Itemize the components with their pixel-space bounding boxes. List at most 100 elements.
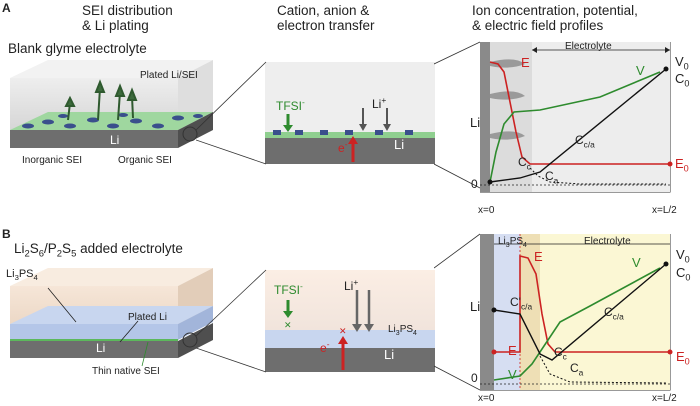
li-front (10, 341, 178, 358)
electron-arrowhead (348, 136, 358, 144)
electrolyte-region (540, 234, 670, 390)
subtitle-li2s6-p2s5: Li2S6/P2S5 added electrolyte (14, 241, 183, 260)
zoom-box-b: ✕ ✕ (265, 270, 435, 372)
plot-a-li-label: Li (470, 115, 481, 130)
label-li-plus: Li+ (372, 95, 387, 111)
plot-b-Ccpa-label: C'c/a (510, 295, 532, 312)
li3ps4-ps: PS (18, 268, 34, 280)
label-thin-native-sei: Thin native SEI (92, 366, 160, 377)
subtitle-sub: 2 (56, 248, 63, 260)
li3ps4-li: Li (388, 324, 396, 335)
plot-b-x0: x=0 (478, 393, 495, 404)
plot-b-E0-label: E0 (676, 349, 690, 366)
panel-a-letter: A (2, 1, 11, 15)
li-plus-charge: + (353, 277, 359, 287)
li-arrowhead-2 (383, 124, 391, 131)
v0-sub: 0 (683, 61, 689, 72)
zoom-li (265, 348, 435, 372)
pointer-thin-sei (141, 341, 149, 367)
pointer-plated (119, 320, 139, 343)
li3ps4-sub1: 3 (505, 242, 510, 249)
cca-text: C (604, 305, 613, 319)
heading-line: & Li plating (82, 17, 149, 33)
li-electrode (480, 42, 490, 192)
plot-b-V-label: V (632, 255, 641, 270)
label-li-zoom-b: Li (384, 347, 395, 362)
electron-text: e (338, 141, 345, 155)
plot-b-zero: 0 (471, 371, 478, 385)
label-li-block-b: Li (96, 341, 106, 355)
series-V (489, 71, 661, 183)
zoom-sei-dots (273, 130, 413, 135)
label-tfsi-b: TFSI- (274, 281, 303, 297)
li-arrowhead (352, 324, 362, 332)
heading-line: Ion concentration, potential, (472, 3, 638, 18)
heading-line: electron transfer (277, 17, 375, 33)
electron-block-mark: ✕ (339, 326, 347, 336)
li3ps4-ps: PS (509, 236, 524, 247)
label-tfsi: TFSI- (276, 97, 305, 113)
organic-sei-dots (22, 113, 203, 129)
plot-b-li-label: Li (470, 299, 481, 314)
point-origin (487, 179, 493, 185)
v0-text: V (675, 54, 684, 69)
electrolyte-top (10, 268, 213, 286)
label-li-zoom: Li (394, 137, 405, 152)
ca-sub: a (578, 367, 584, 378)
li-plus-text: Li (344, 279, 354, 293)
v0-text: V (676, 247, 685, 262)
plot-a-Ca-label: Ca (545, 169, 558, 186)
subtitle-blank-glyme: Blank glyme electrolyte (8, 41, 147, 56)
plot-b-C0-label: C0 (676, 265, 690, 282)
connector-plot-a (434, 41, 481, 189)
plot-b-E-label: E (534, 249, 543, 264)
connector-a (196, 61, 267, 165)
li3ps4-sub2: 4 (413, 330, 417, 337)
dendrites (64, 79, 138, 121)
ccpa-text: C' (510, 295, 521, 309)
label-organic-sei: Organic SEI (118, 155, 172, 166)
plot-b-V-left-label: V (508, 367, 517, 382)
subtitle-part: S (62, 241, 72, 256)
li-plus-text: Li (372, 97, 382, 111)
point-E0 (667, 349, 673, 355)
plot-b-xL: x=L/2 (652, 393, 677, 404)
profile-plot-a (480, 42, 673, 193)
li3ps4-top (10, 306, 213, 324)
li-plus-charge: + (381, 95, 387, 105)
label-li-plus-b: Li+ (344, 277, 359, 293)
cc-sub: c (526, 161, 531, 172)
plot-b-li3ps4-label: Li3PS4 (498, 236, 527, 250)
electron-charge: - (344, 139, 348, 149)
tfsi-text: TFSI (274, 283, 300, 297)
li-electrode (480, 234, 494, 390)
v0-sub: 0 (684, 254, 690, 265)
subtitle-sub: 6 (38, 248, 45, 260)
profile-plot-b (480, 234, 673, 391)
li3ps4-sub2: 4 (523, 242, 527, 249)
point-E-left (491, 349, 497, 355)
e0-text: E (676, 349, 685, 364)
subtitle-part: /P (44, 241, 57, 256)
li3ps4-ps: PS (399, 324, 414, 335)
ca-text: C (570, 361, 579, 375)
heading-line: & electric field profiles (472, 17, 604, 33)
cc-sub: c (562, 351, 567, 362)
subtitle-sub: 2 (24, 248, 30, 260)
tfsi-charge: - (300, 281, 303, 291)
plot-a-electrolyte-label: Electrolyte (565, 41, 612, 52)
li3ps4-sub1: 3 (395, 330, 400, 337)
electron-arrowhead (338, 336, 348, 344)
zoom-circle (182, 126, 198, 142)
label-inorganic-sei: Inorganic SEI (22, 155, 83, 166)
tfsi-charge: - (302, 97, 305, 107)
li3ps4-li: Li (6, 268, 15, 280)
series-Cca (493, 263, 667, 361)
e0-sub: 0 (683, 163, 689, 174)
plot-a-zero: 0 (471, 177, 478, 191)
plot-a-V0-label: V0 (675, 54, 689, 72)
ca-text: C (545, 169, 554, 183)
heading-sei-distribution: SEI distribution & Li plating (82, 3, 173, 34)
plot-a-Cc-label: Cc (518, 155, 531, 172)
heading-line: SEI distribution (82, 3, 173, 18)
